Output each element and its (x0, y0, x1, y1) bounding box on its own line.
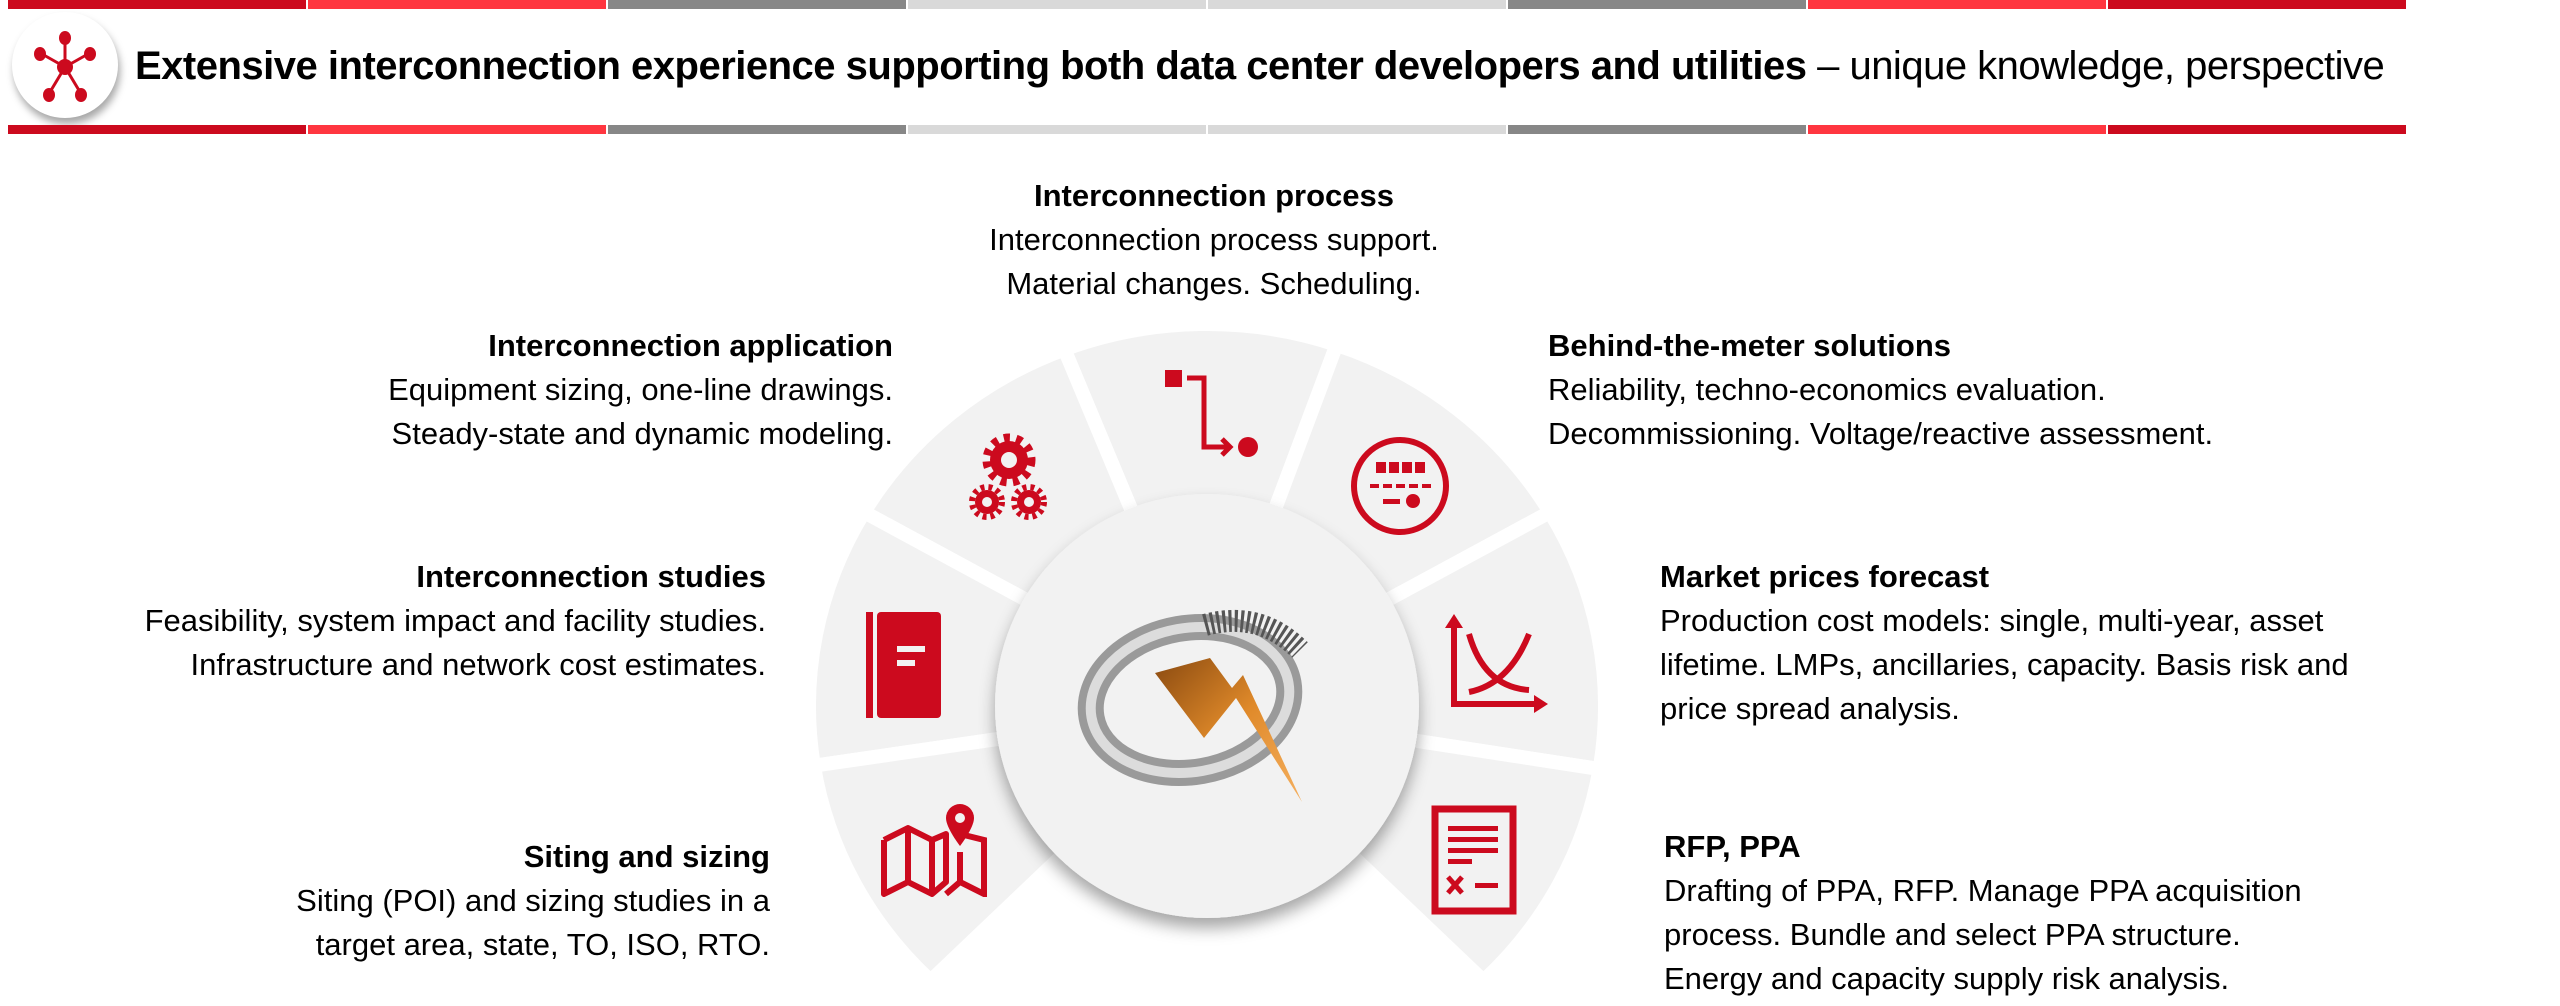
stripe-segment (1808, 0, 2106, 9)
segment-line: Production cost models: single, multi-ye… (1660, 603, 2324, 638)
segment-line: Energy and capacity supply risk analysis… (1664, 961, 2230, 996)
segment-line: process. Bundle and select PPA structure… (1664, 917, 2241, 952)
segment-title: RFP, PPA (1664, 829, 1801, 864)
supply-demand-chart-icon (1445, 614, 1548, 713)
segment-line: target area, state, TO, ISO, RTO. (315, 927, 770, 962)
stripe-segment (1208, 125, 1506, 134)
lightning-swirl-logo (1077, 609, 1308, 802)
segment-line: Drafting of PPA, RFP. Manage PPA acquisi… (1664, 873, 2302, 908)
segment-title: Market prices forecast (1660, 559, 1990, 594)
stripe-segment (8, 125, 306, 134)
meter-icon (1351, 437, 1449, 535)
gears-icon (969, 433, 1047, 520)
stripe-segment (1808, 125, 2106, 134)
segment-process: Interconnection process Interconnection … (914, 174, 1514, 306)
segment-line: price spread analysis. (1660, 691, 1960, 726)
contract-document-icon (1431, 805, 1517, 915)
page-title: Extensive interconnection experience sup… (135, 44, 2385, 89)
segment-siting: Siting and sizing Siting (POI) and sizin… (296, 835, 770, 967)
stripe-segment (908, 0, 1206, 9)
segment-line: Siting (POI) and sizing studies in a (296, 883, 770, 918)
segment-line: Steady-state and dynamic modeling. (391, 416, 893, 451)
stripe-segment (908, 125, 1206, 134)
header-icon-badge (12, 12, 118, 118)
segment-line: Decommissioning. Voltage/reactive assess… (1548, 416, 2214, 451)
stripe-segment (608, 0, 906, 9)
book-icon (866, 612, 941, 718)
process-flow-icon (1165, 370, 1258, 457)
stripe-segment (2108, 0, 2406, 9)
segment-title: Interconnection application (488, 328, 893, 363)
segment-line: Feasibility, system impact and facility … (144, 603, 766, 638)
segment-title: Behind-the-meter solutions (1548, 328, 1952, 363)
stripe-segment (308, 0, 606, 9)
page-title-bold: Extensive interconnection experience sup… (135, 44, 1807, 88)
segment-line: Material changes. Scheduling. (1006, 266, 1422, 301)
segment-behind-the-meter: Behind-the-meter solutions Reliability, … (1548, 324, 2213, 456)
stripe-segment (2108, 125, 2406, 134)
network-hub-icon (34, 31, 96, 102)
segment-line: Equipment sizing, one-line drawings. (388, 372, 893, 407)
stripe-segment (608, 125, 906, 134)
segment-title: Siting and sizing (523, 839, 770, 874)
segment-studies: Interconnection studies Feasibility, sys… (145, 555, 766, 687)
segment-line: lifetime. LMPs, ancillaries, capacity. B… (1660, 647, 2349, 682)
map-pin-icon (881, 804, 987, 897)
segment-application: Interconnection application Equipment si… (388, 324, 893, 456)
stripe-segment (308, 125, 606, 134)
segment-line: Infrastructure and network cost estimate… (190, 647, 766, 682)
segment-title: Interconnection process (1033, 178, 1395, 213)
stripe-segment (1208, 0, 1506, 9)
stripe-segment (1508, 125, 1806, 134)
segment-line: Interconnection process support. (989, 222, 1439, 257)
stripe-segment (1508, 0, 1806, 9)
segment-line: Reliability, techno-economics evaluation… (1548, 372, 2106, 407)
segment-title: Interconnection studies (416, 559, 766, 594)
page-title-subtitle: – unique knowledge, perspective (1806, 44, 2385, 88)
stripe-segment (8, 0, 306, 9)
segment-rfp-ppa: RFP, PPA Drafting of PPA, RFP. Manage PP… (1664, 825, 2302, 1001)
segment-market-prices: Market prices forecast Production cost m… (1660, 555, 2349, 731)
